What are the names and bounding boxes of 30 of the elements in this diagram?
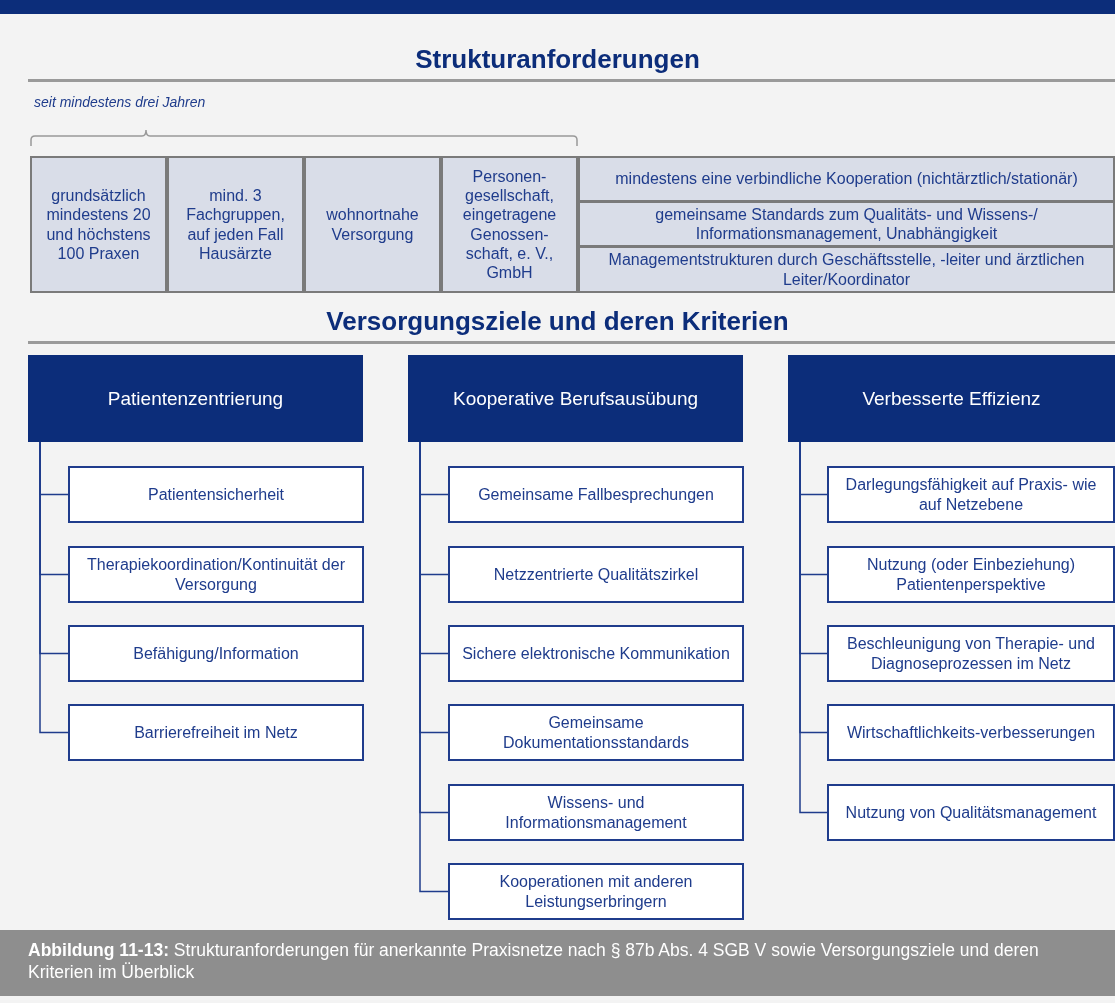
criterion-box: Patientensicherheit [68, 466, 364, 523]
bracket-note: seit mindestens drei Jahren [34, 94, 207, 110]
criterion-box: Nutzung von Qualitätsmanagement [827, 784, 1115, 841]
goal-header: Kooperative Berufsausübung [408, 355, 743, 442]
figure-caption: Abbildung 11-13: Strukturanforderungen für anerkannte Praxisnetze nach § 87b Abs. 4 SGB V sowie Versorgungsziele und deren Kriterien im Überblick [0, 930, 1115, 996]
criterion-box: Darlegungsfähigkeit auf Praxis- wie auf Netzebene [827, 466, 1115, 523]
criterion-box: Therapiekoordination/Kontinuität der Versorgung [68, 546, 364, 603]
criterion-box: Beschleunigung von Therapie- und Diagnoseprozessen im Netz [827, 625, 1115, 682]
requirement-cell: gemeinsame Standards zum Qualitäts- und Wissens-/ Informationsmanagement, Unabhängigkeit [578, 201, 1115, 247]
section-heading: Strukturanforderungen [414, 44, 701, 75]
section-heading: Versorgungsziele und deren Kriterien [325, 306, 790, 337]
criterion-box: Wirtschaftlichkeits-verbesserungen [827, 704, 1115, 761]
criterion-box: Wissens- und Informationsmanagement [448, 784, 744, 841]
requirement-cell: mind. 3 Fachgruppen, auf jeden Fall Hausärzte [167, 156, 304, 293]
criterion-box: Gemeinsame Dokumentationsstandards [448, 704, 744, 761]
criterion-box: Netzzentrierte Qualitätszirkel [448, 546, 744, 603]
criterion-box: Sichere elektronische Kommunikation [448, 625, 744, 682]
requirement-cell: Managementstrukturen durch Geschäftsstelle, -leiter und ärztlichen Leiter/Koordinator [578, 246, 1115, 293]
criterion-box: Kooperationen mit anderen Leistungserbringern [448, 863, 744, 920]
connector-line [39, 441, 69, 734]
requirement-cell: grundsätzlich mindestens 20 und höchstens 100 Praxen [30, 156, 167, 293]
requirement-cell: Personen-gesellschaft, eingetragene Genossen-schaft, e. V., GmbH [441, 156, 578, 293]
goal-header: Verbesserte Effizienz [788, 355, 1115, 442]
criterion-box: Nutzung (oder Einbeziehung) Patientenperspektive [827, 546, 1115, 603]
requirement-cell: mindestens eine verbindliche Kooperation (nichtärztlich/stationär) [578, 156, 1115, 202]
criterion-box: Barrierefreiheit im Netz [68, 704, 364, 761]
goal-header: Patientenzentrierung [28, 355, 363, 442]
criterion-box: Befähigung/Information [68, 625, 364, 682]
criterion-box: Gemeinsame Fallbesprechungen [448, 466, 744, 523]
requirement-cell: wohnortnahe Versorgung [304, 156, 441, 293]
